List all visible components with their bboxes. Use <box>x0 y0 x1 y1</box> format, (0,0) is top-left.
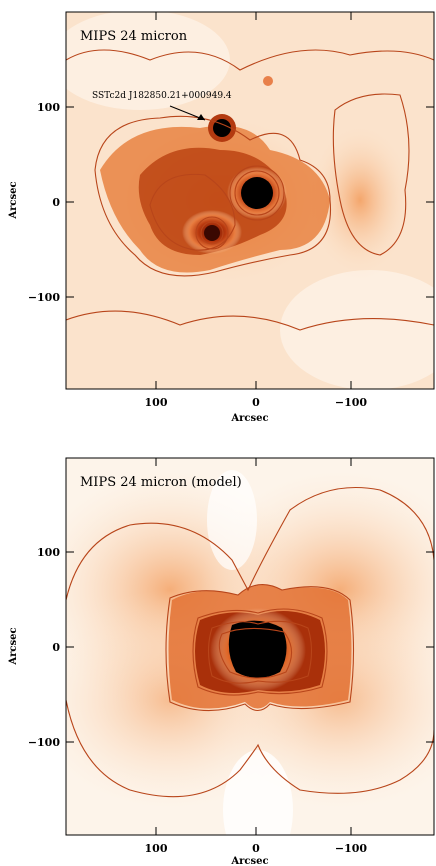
observed-y-tick-0: 0 <box>52 196 60 209</box>
observed-image <box>66 12 434 389</box>
model-x-tick-neg100: −100 <box>335 842 368 855</box>
model-x-tick-0: 0 <box>252 842 260 855</box>
observed-title: MIPS 24 micron <box>80 29 188 44</box>
model-image <box>66 458 434 835</box>
observed-x-tick-100: 100 <box>145 396 168 409</box>
observed-x-tick-0: 0 <box>252 396 260 409</box>
model-panel: MIPS 24 micron (model) 100 0 −100 Arcsec… <box>8 457 435 866</box>
model-x-tick-100: 100 <box>145 842 168 855</box>
model-y-tick-neg100: −100 <box>28 736 61 749</box>
observed-y-tick-neg100: −100 <box>28 291 61 304</box>
observed-y-label: Arcsec <box>8 181 19 219</box>
annotation-arrowhead <box>197 114 205 120</box>
observed-ticks <box>66 12 434 389</box>
source-annotation: SSTc2d J182850.21+000949.4 <box>92 91 232 101</box>
model-y-label: Arcsec <box>8 627 19 665</box>
observed-x-label: Arcsec <box>230 413 268 424</box>
observed-panel: MIPS 24 micron SSTc2d J182850.21+000949.… <box>8 11 435 424</box>
observed-y-tick-100: 100 <box>37 101 60 114</box>
model-ticks <box>66 458 434 835</box>
observed-x-tick-neg100: −100 <box>335 396 368 409</box>
model-title: MIPS 24 micron (model) <box>80 475 242 490</box>
model-y-tick-100: 100 <box>37 546 60 559</box>
model-y-tick-0: 0 <box>52 641 60 654</box>
model-x-label: Arcsec <box>230 856 268 866</box>
